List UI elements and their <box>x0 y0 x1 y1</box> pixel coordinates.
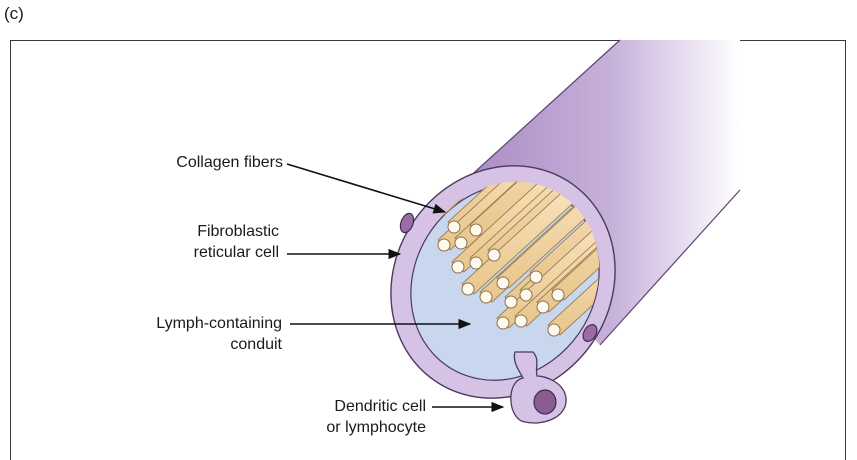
conduit-diagram <box>0 0 857 449</box>
label-lymphocyte: or lymphocyte <box>326 417 426 438</box>
label-reticular-cell: reticular cell <box>194 242 279 263</box>
label-dendritic-cell: Dendritic cell <box>334 396 426 417</box>
label-fibroblastic: Fibroblastic <box>197 221 279 242</box>
label-collagen-fibers: Collagen fibers <box>176 152 283 173</box>
label-lymph-containing: Lymph-containing <box>156 313 282 334</box>
arrow-icon <box>287 164 445 212</box>
label-conduit: conduit <box>230 334 282 355</box>
